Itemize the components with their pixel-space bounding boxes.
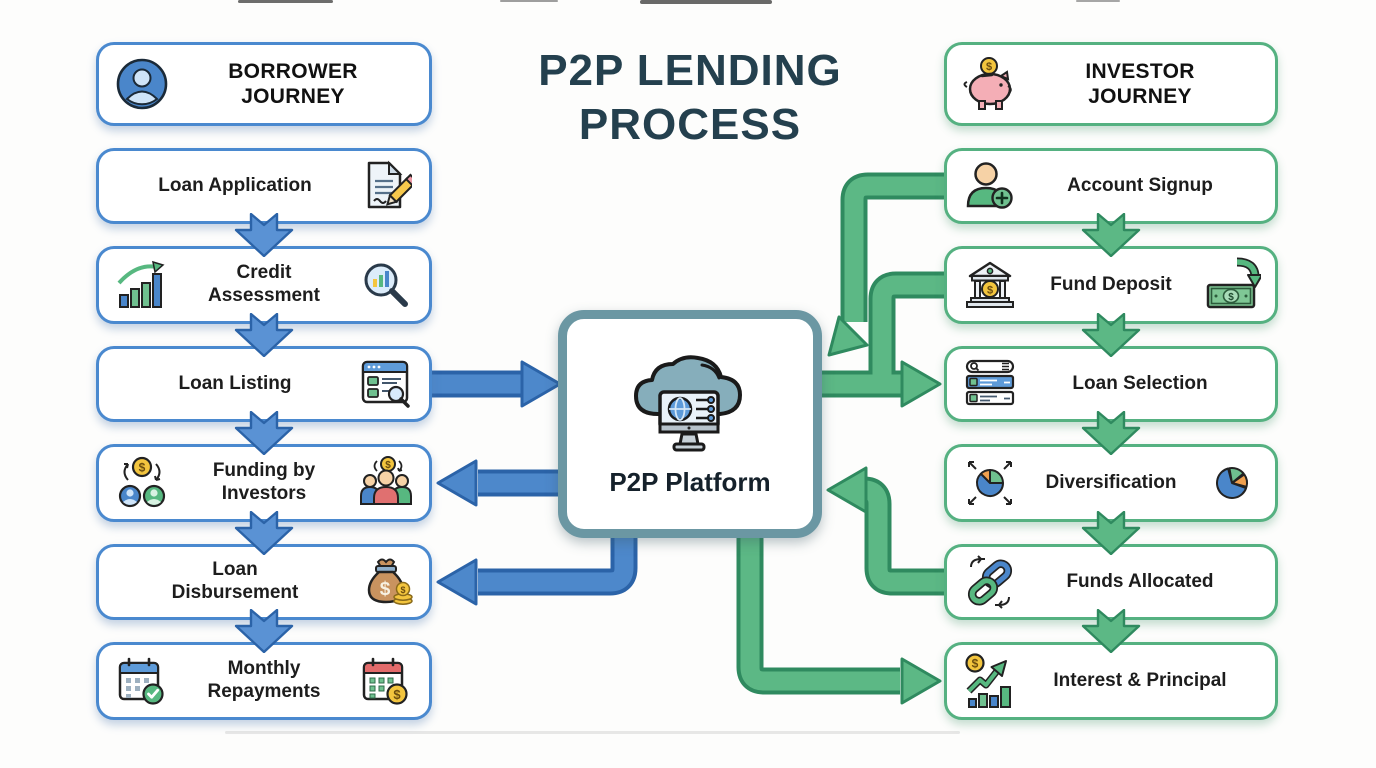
svg-text:$: $: [385, 460, 391, 471]
bottom-shadow-line: [225, 731, 960, 734]
coin-growth-icon: $: [961, 653, 1019, 709]
chain-links-icon: [961, 555, 1019, 609]
step-label: Credit Assessment: [208, 262, 320, 306]
down-arrow-icon: [1081, 411, 1141, 455]
borrower-avatar-icon: [113, 57, 171, 111]
svg-text:$: $: [400, 585, 405, 595]
step-label: Account Signup: [1067, 174, 1213, 196]
svg-text:$: $: [393, 687, 401, 702]
search-list-icon: [961, 358, 1019, 410]
step-label: Monthly Repayments: [207, 658, 321, 702]
p2p-platform-box: P2P Platform: [558, 310, 822, 538]
down-arrow-icon: [234, 609, 294, 653]
bank-icon: $: [961, 258, 1019, 312]
calendar-dollar-icon: $: [357, 654, 415, 708]
svg-text:$: $: [986, 61, 992, 73]
step-funds-allocated: Funds Allocated: [944, 544, 1278, 620]
investor-header-label: INVESTOR JOURNEY: [1085, 59, 1195, 108]
platform-label: P2P Platform: [609, 467, 771, 497]
borrower-journey-header: BORROWER JOURNEY: [96, 42, 432, 126]
step-label: Loan Application: [158, 174, 312, 196]
step-account-signup: Account Signup: [944, 148, 1278, 224]
cloud-computer-icon: [620, 350, 760, 465]
step-label: Interest & Principal: [1053, 669, 1227, 691]
growth-bars-icon: [113, 259, 171, 311]
cash-arrow-icon: $: [1203, 257, 1261, 313]
borrower-header-label: BORROWER JOURNEY: [228, 59, 358, 108]
down-arrow-icon: [234, 411, 294, 455]
step-label: Loan Listing: [178, 372, 292, 394]
step-interest-principal: $ Interest & Principal: [944, 642, 1278, 720]
svg-text:$: $: [972, 657, 979, 671]
top-artifact-dash: [1076, 0, 1120, 2]
svg-text:$: $: [987, 285, 993, 297]
step-loan-selection: Loan Selection: [944, 346, 1278, 422]
step-funding-by-investors: $ Funding by Investors $: [96, 444, 432, 522]
down-arrow-icon: [234, 213, 294, 257]
pie-chart-icon: [1203, 457, 1261, 509]
investor-journey-header: $ INVESTOR JOURNEY: [944, 42, 1278, 126]
page-title: P2P LENDING PROCESS: [538, 46, 842, 149]
step-label: Loan Disbursement: [171, 559, 299, 603]
svg-text:$: $: [380, 579, 391, 600]
money-bag-icon: $ $: [357, 555, 415, 609]
down-arrow-icon: [234, 511, 294, 555]
magnifier-chart-icon: [357, 259, 415, 311]
listing-browser-icon: [357, 358, 415, 410]
down-arrow-icon: [1081, 313, 1141, 357]
down-arrow-icon: [234, 313, 294, 357]
step-loan-application: Loan Application: [96, 148, 432, 224]
piggy-bank-icon: $: [961, 56, 1019, 112]
step-label: Funding by Investors: [212, 460, 316, 504]
svg-text:$: $: [1228, 292, 1234, 303]
top-artifact-dash: [500, 0, 558, 2]
step-loan-disbursement: Loan Disbursement $ $: [96, 544, 432, 620]
top-artifact-dash: [640, 0, 772, 4]
down-arrow-icon: [1081, 511, 1141, 555]
step-label: Diversification: [1045, 471, 1177, 493]
step-label: Loan Selection: [1072, 372, 1208, 394]
connector-fills: [426, 176, 950, 691]
step-label: Fund Deposit: [1050, 273, 1172, 295]
pie-arrows-icon: [961, 456, 1019, 510]
step-fund-deposit: $ Fund Deposit $: [944, 246, 1278, 324]
money-exchange-people-icon: $: [113, 456, 171, 510]
user-plus-icon: [961, 159, 1019, 213]
step-loan-listing: Loan Listing: [96, 346, 432, 422]
investor-group-icon: $: [357, 456, 415, 510]
top-artifact-dash: [238, 0, 333, 3]
connector-arrowheads: [436, 315, 942, 705]
down-arrow-icon: [1081, 213, 1141, 257]
svg-text:$: $: [139, 461, 146, 475]
down-arrow-icon: [1081, 609, 1141, 653]
step-label: Funds Allocated: [1066, 570, 1214, 592]
step-credit-assessment: Credit Assessment: [96, 246, 432, 324]
document-pencil-icon: [357, 159, 415, 213]
calendar-check-icon: [113, 654, 171, 708]
step-monthly-repayments: Monthly Repayments $: [96, 642, 432, 720]
